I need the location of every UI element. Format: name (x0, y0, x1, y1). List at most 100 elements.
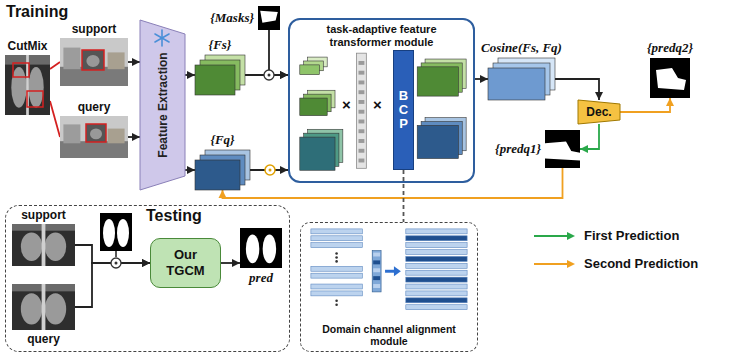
connector (403, 170, 404, 222)
path-shape (260, 11, 278, 23)
image-box: {Fs} (195, 55, 245, 95)
rect-shape (359, 139, 365, 143)
process-box: Our TGCM (150, 238, 221, 288)
rect-shape (311, 236, 362, 241)
rect-shape (86, 124, 106, 142)
line-shape (534, 234, 568, 236)
circle-shape (111, 258, 121, 268)
connector (185, 71, 195, 79)
photo-image (60, 116, 128, 158)
circle-shape (335, 260, 338, 263)
rect-shape (300, 137, 335, 170)
rect-shape (417, 67, 458, 96)
feature-stack (488, 58, 555, 100)
line-shape (534, 262, 568, 264)
line-shape (155, 34, 169, 42)
rect-shape (359, 159, 365, 163)
rect-shape (650, 58, 690, 98)
process-box: Feature Extraction (140, 20, 185, 190)
rect-shape (406, 291, 467, 296)
arrow-head (480, 75, 488, 83)
feature-stack (195, 55, 245, 95)
arrow-head (280, 166, 288, 174)
rect-shape (12, 284, 75, 330)
image-box: Cosine(Fs, Fq) (488, 58, 555, 100)
image-box: query (60, 116, 128, 158)
line-shape (155, 34, 169, 42)
rect-shape (60, 141, 128, 158)
test-mask-image (100, 213, 132, 251)
rect-shape (359, 61, 365, 65)
rect-shape (372, 251, 381, 292)
arrow-head (219, 190, 227, 198)
connector (250, 166, 288, 174)
rect-shape (82, 50, 104, 70)
process-box: BCP (393, 50, 414, 170)
image-label: {Fs} (209, 37, 232, 53)
rect-shape (86, 124, 106, 142)
box-text: task-adaptive feature transformer module (290, 23, 473, 49)
connector (50, 101, 60, 137)
connector (555, 79, 603, 100)
image-label: Cosine(Fs, Fq) (481, 40, 562, 56)
arrow-head (666, 98, 674, 106)
feature-stack (195, 150, 250, 190)
rect-shape (100, 213, 132, 251)
rect-shape (406, 305, 467, 310)
ellipse-shape (246, 234, 259, 263)
image-label: support (21, 208, 66, 222)
circle-shape (265, 165, 275, 175)
ellipse-shape (117, 219, 129, 247)
image-label: query (27, 332, 60, 346)
rect-shape (311, 266, 362, 271)
image-box: {predq1} (545, 130, 580, 168)
connector (50, 62, 60, 69)
operator-symbol: × (342, 96, 351, 113)
polygon-shape (394, 266, 401, 276)
rect-shape (359, 100, 365, 104)
connector (75, 259, 150, 307)
legend-text: Second Prediction (584, 256, 698, 271)
path-shape (656, 68, 686, 90)
arrow-head (280, 71, 288, 79)
ellipse-shape (21, 293, 42, 324)
connector-line (403, 170, 405, 222)
ellipse-shape (86, 55, 99, 67)
multiply-symbol (264, 70, 274, 80)
connector-line (269, 30, 288, 75)
connector-line (580, 124, 599, 149)
ellipse-shape (45, 232, 66, 261)
rect-shape (359, 80, 365, 84)
box-text: BCP (397, 89, 410, 132)
rect-shape (359, 110, 365, 114)
rect-shape (240, 228, 282, 268)
operator-symbol: × (373, 96, 382, 113)
arrow-head (187, 71, 195, 79)
xray-image (12, 284, 75, 330)
connector-line (50, 62, 60, 69)
box-text: Testing (146, 207, 202, 225)
g-shape (155, 30, 169, 46)
rect-shape (406, 270, 467, 275)
polygon-shape (578, 100, 620, 124)
rect-shape (359, 71, 365, 75)
rect-shape (417, 125, 458, 158)
connector-line (50, 101, 60, 137)
connector (128, 58, 140, 66)
ellipse-shape (263, 234, 276, 263)
rect-shape (373, 268, 380, 272)
legend-entry: Second Prediction (532, 256, 698, 271)
circle-shape (335, 303, 338, 306)
rect-shape (258, 6, 280, 30)
arrow-head (132, 58, 140, 66)
image-box: pred (240, 228, 282, 268)
rect-shape (63, 48, 80, 70)
image-box: {predq2} (650, 58, 690, 98)
ellipse-shape (45, 293, 66, 324)
process-box: Domain channel alignment module (300, 222, 478, 352)
rect-shape (488, 68, 545, 100)
image-label: query (78, 100, 111, 114)
connector-line (555, 79, 599, 100)
